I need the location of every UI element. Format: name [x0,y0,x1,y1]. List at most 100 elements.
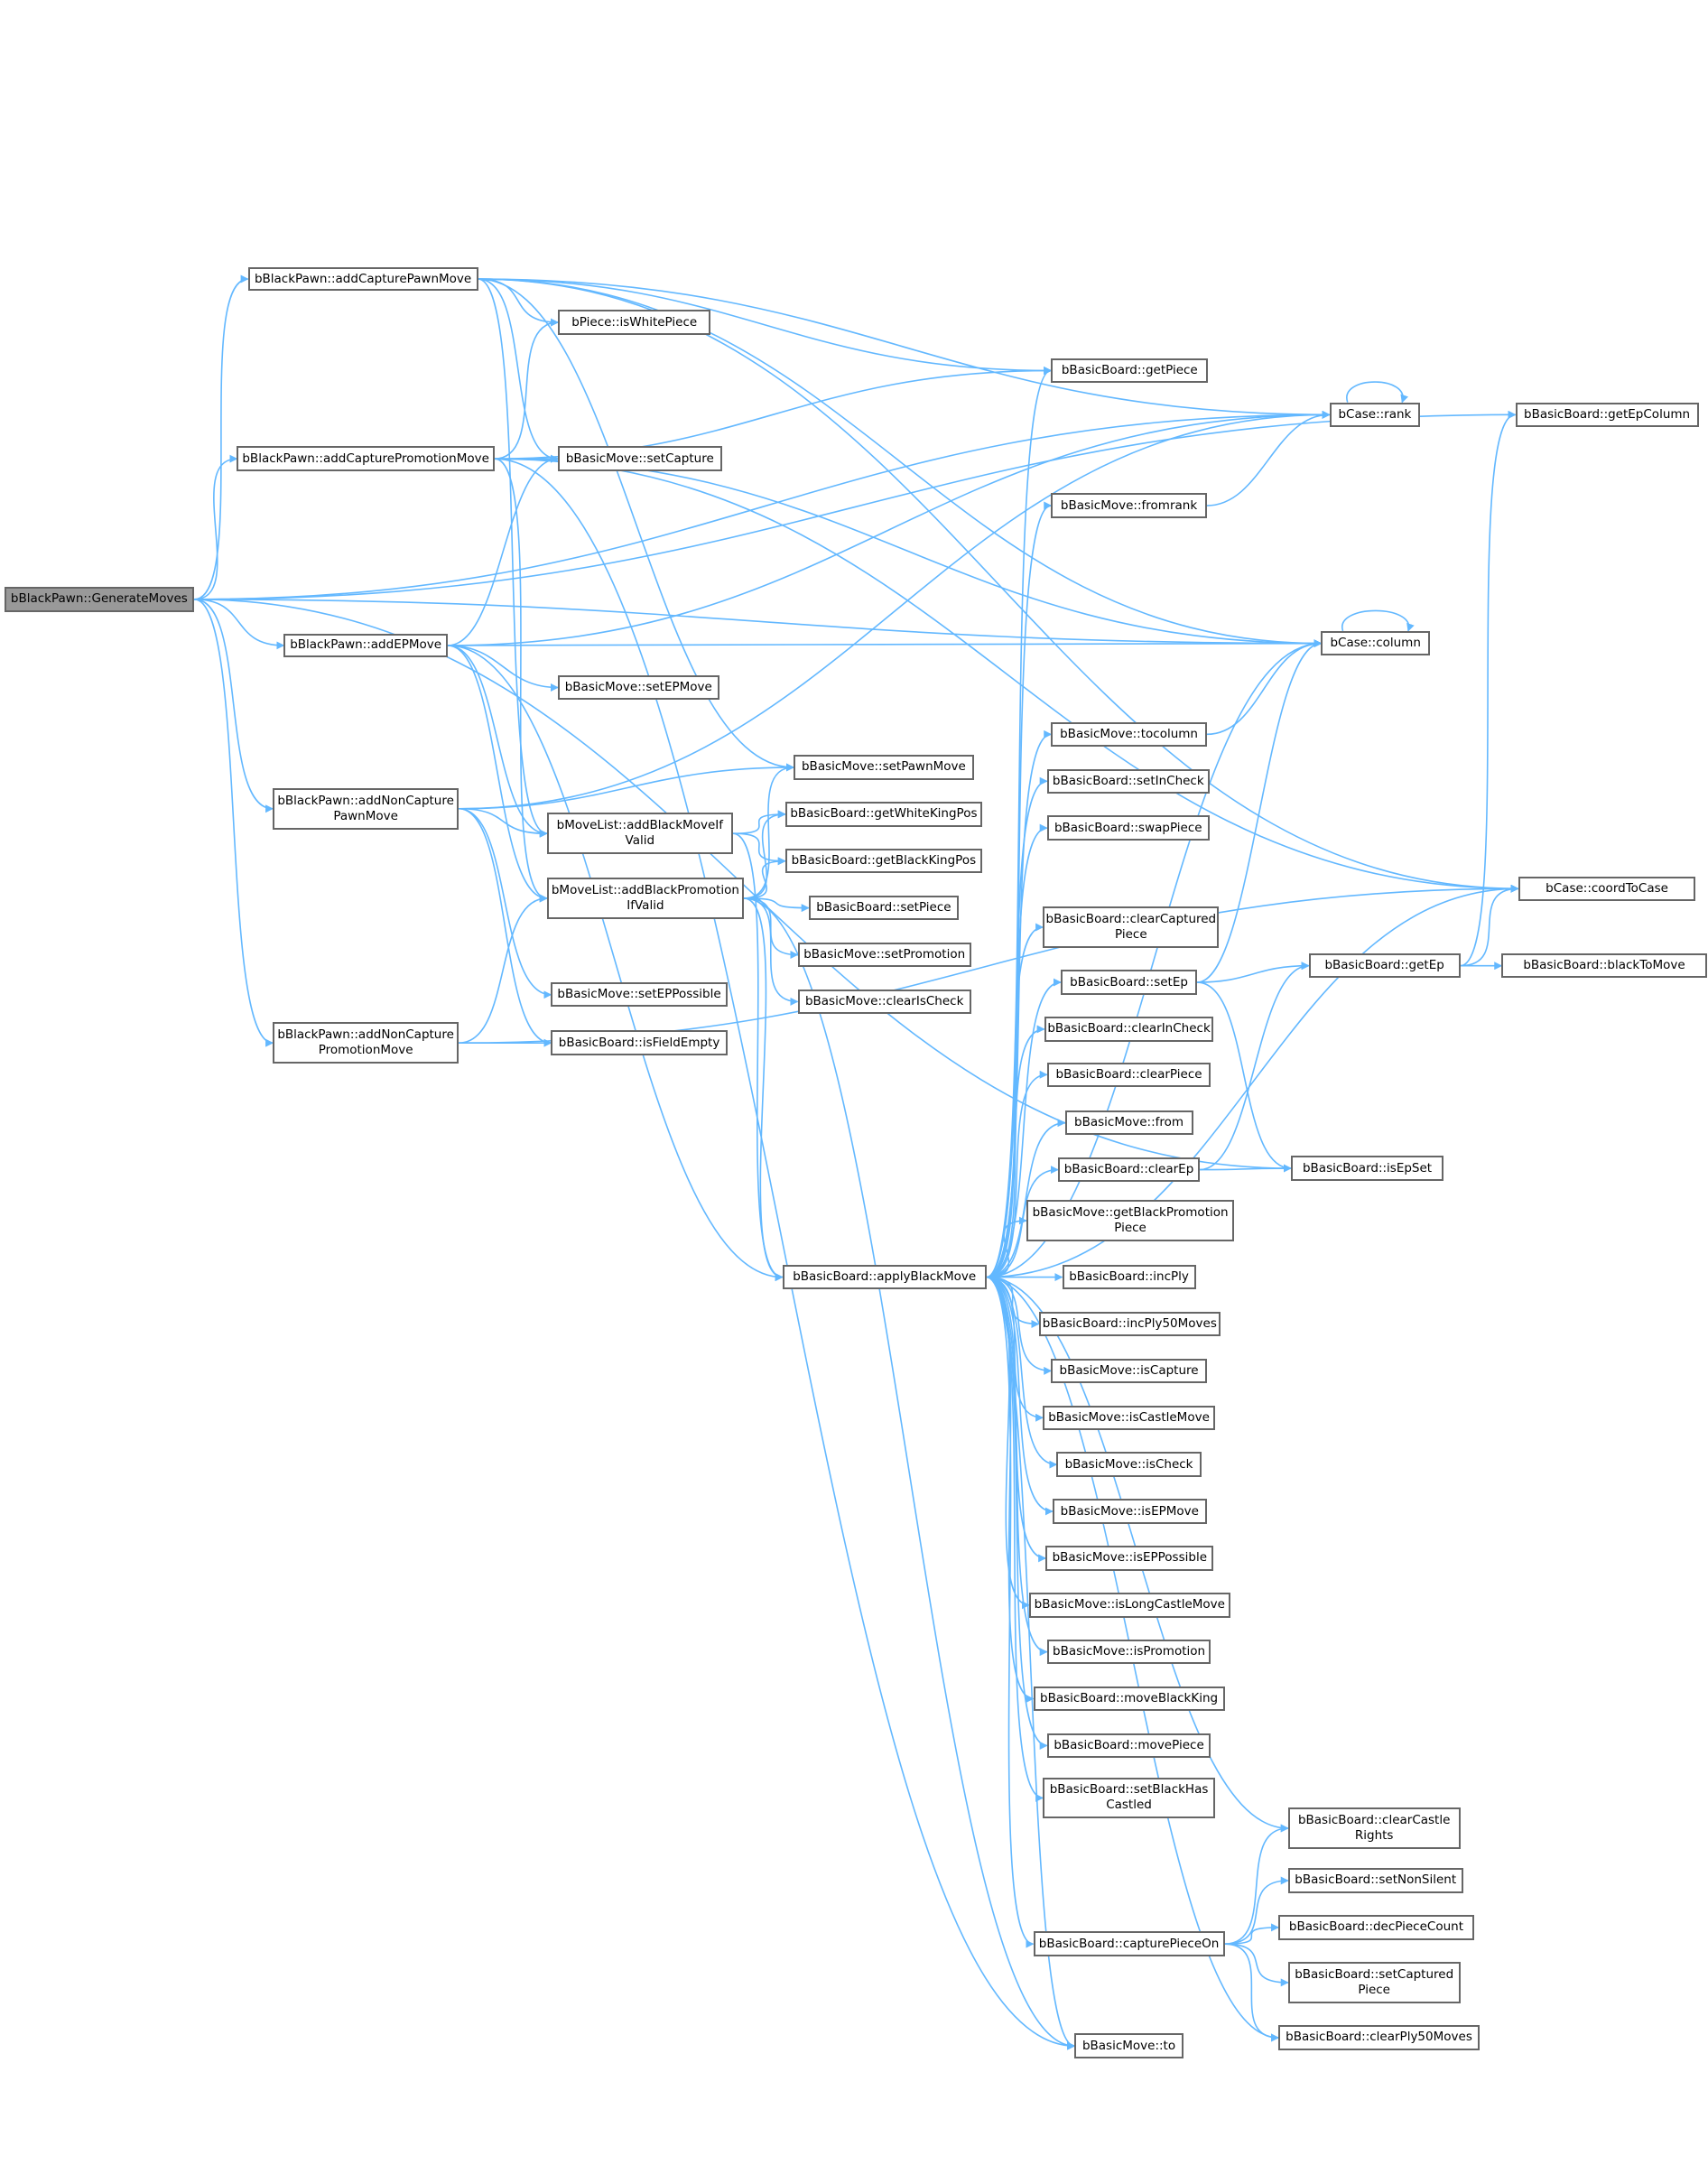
node-acpm[interactable]: bBlackPawn::addCapturePawnMove [247,267,478,291]
node-sbhc[interactable]: bBasicBoard::setBlackHas Castled [1043,1777,1215,1819]
node-abpiv[interactable]: bMoveList::addBlackPromotion IfValid [546,878,745,919]
node-mbk[interactable]: bBasicBoard::moveBlackKing [1033,1686,1225,1712]
edge-abm-to-clrpiece [986,1070,1048,1278]
node-gwkp[interactable]: bBasicBoard::getWhiteKingPos [784,802,983,827]
node-clrpiece[interactable]: bBasicBoard::clearPiece [1046,1062,1211,1087]
edge-setep-to-column [1197,639,1323,983]
edge-ancprm-to-abpiv [459,894,548,1044]
edge-gen-to-ancprm [194,599,274,1047]
edge-aep-to-abmiv [447,645,548,838]
node-cpo[interactable]: bBasicBoard::capturePieceOn [1033,1931,1225,1956]
edge-acpm-to-getpiece [478,278,1053,375]
node-seteppos[interactable]: bBasicMove::setEPPossible [551,982,728,1008]
edge-abm-to-movepiece [986,1276,1048,1750]
node-gbpp[interactable]: bBasicMove::getBlackPromotion Piece [1026,1200,1235,1241]
edge-gen-to-ancpm [194,599,274,813]
node-tocol[interactable]: bBasicMove::tocolumn [1051,721,1207,748]
node-setcp[interactable]: bBasicBoard::setCaptured Piece [1287,1962,1461,2003]
node-ancpm[interactable]: bBlackPawn::addNonCapture PawnMove [273,787,459,830]
node-c2c[interactable]: bCase::coordToCase [1518,876,1696,901]
node-isfe[interactable]: bBasicBoard::isFieldEmpty [551,1030,728,1055]
node-acprm[interactable]: bBlackPawn::addCapturePromotionMove [237,446,495,471]
node-iseppos[interactable]: bBasicMove::isEPPossible [1045,1546,1214,1571]
node-movepiece[interactable]: bBasicBoard::movePiece [1046,1733,1211,1759]
edge-abpiv-to-gbkp [744,857,786,899]
edge-clrep-to-getep [1200,962,1310,1171]
node-incply[interactable]: bBasicBoard::incPly [1062,1264,1196,1290]
node-swap[interactable]: bBasicBoard::swapPiece [1046,815,1210,841]
edge-abm-to-clrcap [986,923,1044,1278]
node-iwp[interactable]: bPiece::isWhitePiece [558,310,711,335]
node-column[interactable]: bCase::column [1321,630,1430,656]
edge-aep-to-abpiv [447,645,548,903]
node-clrcap[interactable]: bBasicBoard::clearCaptured Piece [1043,906,1220,948]
edge-abmiv-to-gbkp [732,832,786,866]
edge-setep-to-getep [1197,962,1310,983]
node-isprom[interactable]: bBasicMove::isPromotion [1046,1639,1211,1665]
node-setepm[interactable]: bBasicMove::setEPMove [558,674,719,701]
node-aep[interactable]: bBlackPawn::addEPMove [283,633,448,657]
edge-abm-to-isepm [986,1276,1054,1516]
node-ancprm[interactable]: bBlackPawn::addNonCapture PromotionMove [273,1022,459,1064]
node-fromrank[interactable]: bBasicMove::fromrank [1051,493,1207,518]
node-clrchk[interactable]: bBasicMove::clearIsCheck [797,989,971,1015]
edge-aep-to-column [447,639,1323,648]
node-getep[interactable]: bBasicBoard::getEp [1308,952,1461,979]
node-from[interactable]: bBasicMove::from [1064,1110,1193,1136]
node-clrp50[interactable]: bBasicBoard::clearPly50Moves [1278,2025,1480,2050]
edge-acprm-to-to [494,458,1076,2050]
edge-abm-to-sbhc [986,1276,1044,1802]
edge-acpm-to-abmiv [478,278,548,838]
edge-abpiv-to-to [744,897,1076,2050]
edge-abm-to-clrinchk [986,1025,1045,1278]
node-setpawn[interactable]: bBasicMove::setPawnMove [793,755,974,780]
edge-gen-to-acpm [194,274,249,600]
node-to[interactable]: bBasicMove::to [1074,2033,1184,2058]
edge-abm-to-gbpp [986,1216,1027,1278]
node-iscastle[interactable]: bBasicMove::isCastleMove [1043,1405,1215,1430]
node-gen[interactable]: bBlackPawn::GenerateMoves [4,587,195,612]
edge-gen-to-aep [194,599,285,650]
node-clrcr[interactable]: bBasicBoard::clearCastle Rights [1287,1807,1461,1849]
edge-column-to-column [1341,609,1415,632]
edge-cpo-to-clrp50 [1224,1943,1280,2042]
node-abmiv[interactable]: bMoveList::addBlackMoveIf Valid [546,813,733,855]
node-clrep[interactable]: bBasicBoard::clearEp [1057,1157,1201,1183]
node-incply50[interactable]: bBasicBoard::incPly50Moves [1038,1311,1221,1337]
node-btm[interactable]: bBasicBoard::blackToMove [1501,952,1707,979]
node-setns[interactable]: bBasicBoard::setNonSilent [1287,1868,1463,1893]
edge-acpm-to-column [478,278,1323,648]
edge-gen-to-getepcol [194,410,1517,600]
node-setprom[interactable]: bBasicMove::setPromotion [797,942,971,968]
edge-acpm-to-iwp [478,278,559,327]
node-clrinchk[interactable]: bBasicBoard::clearInCheck [1044,1017,1214,1042]
edge-ancpm-to-abmiv [459,807,548,838]
edge-abm-to-swap [986,823,1048,1278]
edge-setep-to-isepset [1197,981,1292,1173]
edge-abm-to-getpiece [986,367,1053,1278]
node-iscap[interactable]: bBasicMove::isCapture [1051,1358,1207,1384]
node-ischeck[interactable]: bBasicMove::isCheck [1056,1452,1202,1477]
node-isepm[interactable]: bBasicMove::isEPMove [1052,1499,1207,1524]
node-abm[interactable]: bBasicBoard::applyBlackMove [782,1264,987,1290]
edge-cpo-to-setns [1224,1876,1289,1945]
node-islong[interactable]: bBasicMove::isLongCastleMove [1028,1593,1230,1618]
node-setcap[interactable]: bBasicMove::setCapture [558,446,722,471]
node-gbkp[interactable]: bBasicBoard::getBlackKingPos [784,849,983,874]
edge-aep-to-abm [447,645,784,1282]
edge-abm-to-c2c [986,884,1519,1278]
node-setep[interactable]: bBasicBoard::setEp [1061,970,1198,995]
edge-getep-to-getepcol [1460,410,1517,967]
edge-aep-to-setepm [447,645,559,692]
node-setpiece[interactable]: bBasicBoard::setPiece [808,895,960,921]
node-decpc[interactable]: bBasicBoard::decPieceCount [1278,1915,1474,1940]
node-rank[interactable]: bCase::rank [1329,402,1421,428]
edge-abpiv-to-setprom [744,897,799,960]
edge-acpm-to-rank [478,278,1331,419]
edge-acprm-to-column [494,458,1323,648]
node-isepset[interactable]: bBasicBoard::isEpSet [1290,1156,1444,1181]
node-getepcol[interactable]: bBasicBoard::getEpColumn [1515,402,1699,428]
node-getpiece[interactable]: bBasicBoard::getPiece [1051,358,1209,384]
node-setinchk[interactable]: bBasicBoard::setInCheck [1046,768,1210,794]
